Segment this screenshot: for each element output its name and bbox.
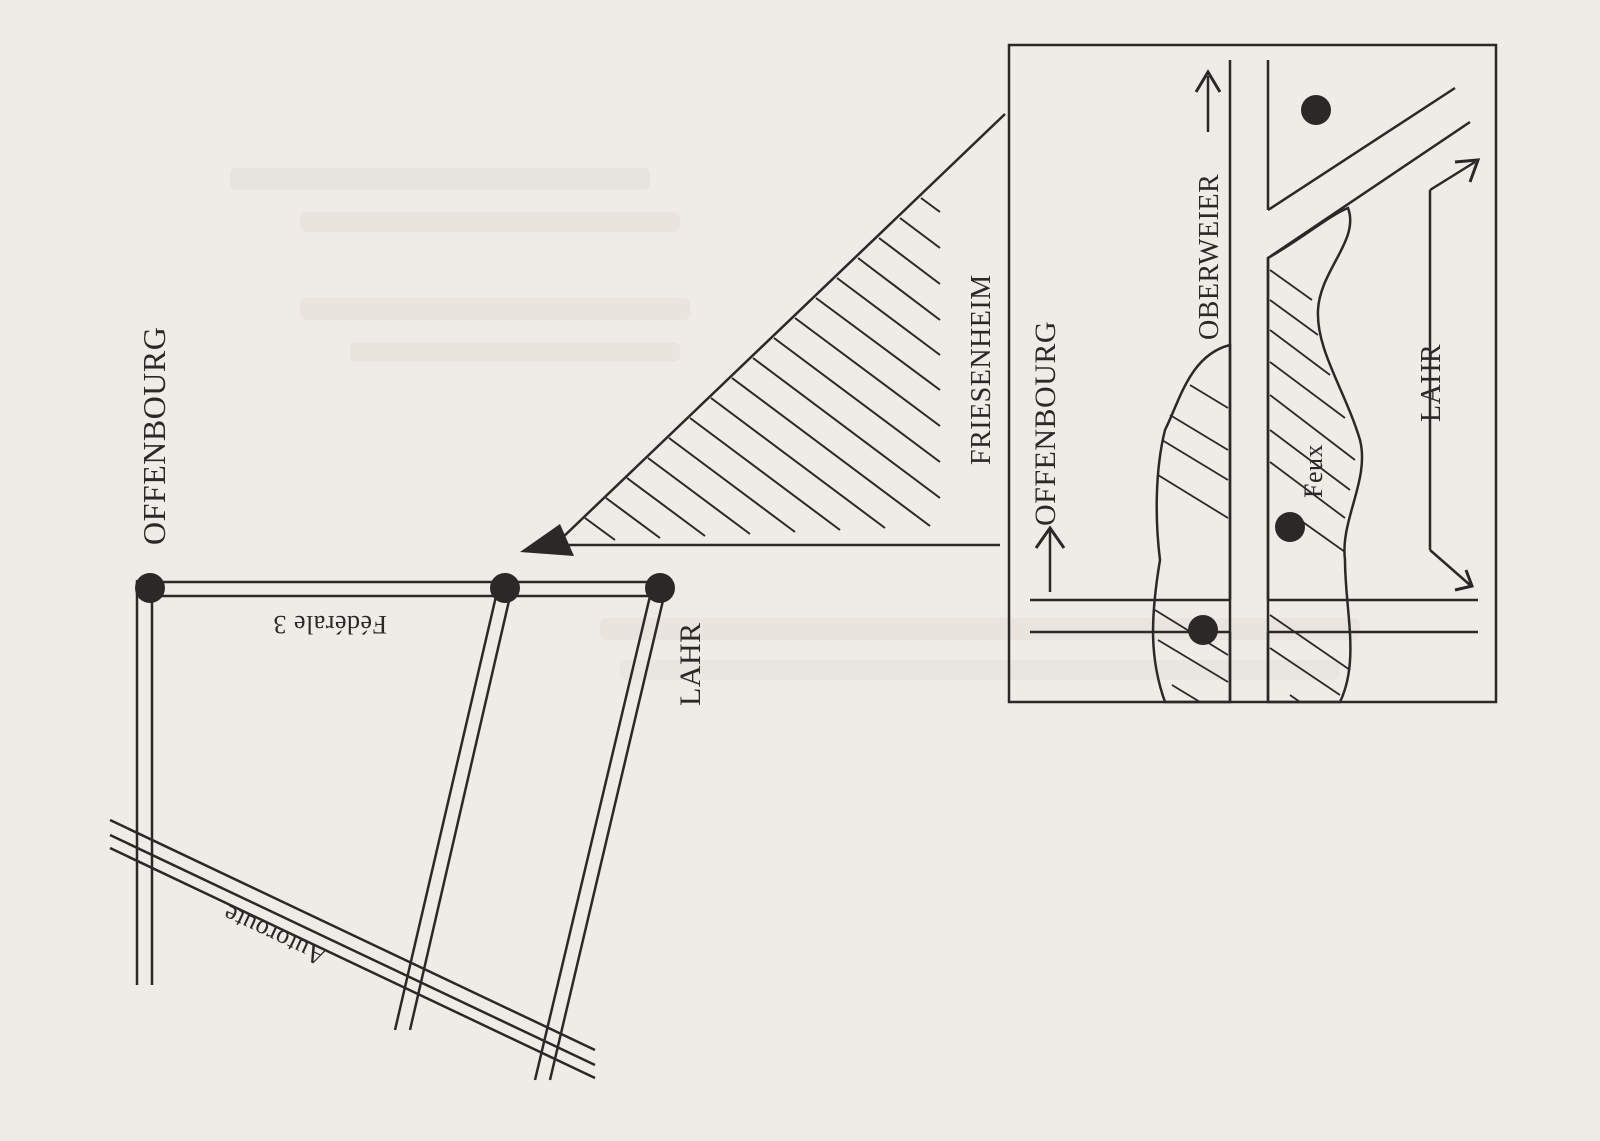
road-lahr-south	[533, 591, 667, 1081]
detail-frame	[1007, 43, 1498, 704]
label-lahr: LAHR	[674, 622, 707, 706]
marker-north-east	[1301, 95, 1331, 125]
road-autoroute	[109, 818, 596, 1080]
town-area-right	[1266, 206, 1364, 704]
label-feux: Feux	[1299, 444, 1328, 498]
marker-south-west	[1188, 615, 1218, 645]
road-friesenheim-link	[393, 591, 513, 1031]
label-federale-3: Fédérale 3	[273, 610, 387, 639]
arrow-to-offenbourg: OFFENBOURG	[1029, 321, 1066, 592]
overview-map: OFFENBOURG LAHR Fédérale 3 Autoroute	[109, 327, 707, 1081]
lahr-dot	[645, 573, 675, 603]
street-lahr-diagonal	[1267, 86, 1471, 260]
arrow-to-oberweier: OBERWEIER	[1194, 69, 1225, 340]
offenbourg-dot	[135, 573, 165, 603]
label-detail-lahr: LAHR	[1416, 344, 1447, 422]
wedge-hatching	[584, 197, 941, 541]
traffic-light-dot	[1275, 512, 1305, 542]
road-offenbourg-south	[135, 580, 154, 985]
label-friesenheim: FRIESENHEIM	[966, 274, 997, 465]
label-oberweier: OBERWEIER	[1194, 174, 1225, 340]
street-oberweier	[1228, 60, 1270, 702]
label-offenbourg: OFFENBOURG	[136, 327, 172, 545]
label-autoroute: Autoroute	[218, 899, 330, 972]
town-area-left	[1151, 343, 1232, 704]
zoom-wedge: FRIESENHEIM	[559, 113, 1006, 547]
arrow-to-lahr: LAHR	[1416, 158, 1481, 592]
detail-map: OFFENBOURG OBERWEIER LAHR Feux	[1007, 43, 1498, 704]
show-through-marks	[230, 168, 1360, 680]
label-detail-offenbourg: OFFENBOURG	[1029, 321, 1062, 526]
road-federale-3	[150, 580, 658, 598]
town-hatching	[1154, 269, 1356, 703]
pointer-triangle	[520, 524, 574, 556]
junction-dot	[490, 573, 520, 603]
